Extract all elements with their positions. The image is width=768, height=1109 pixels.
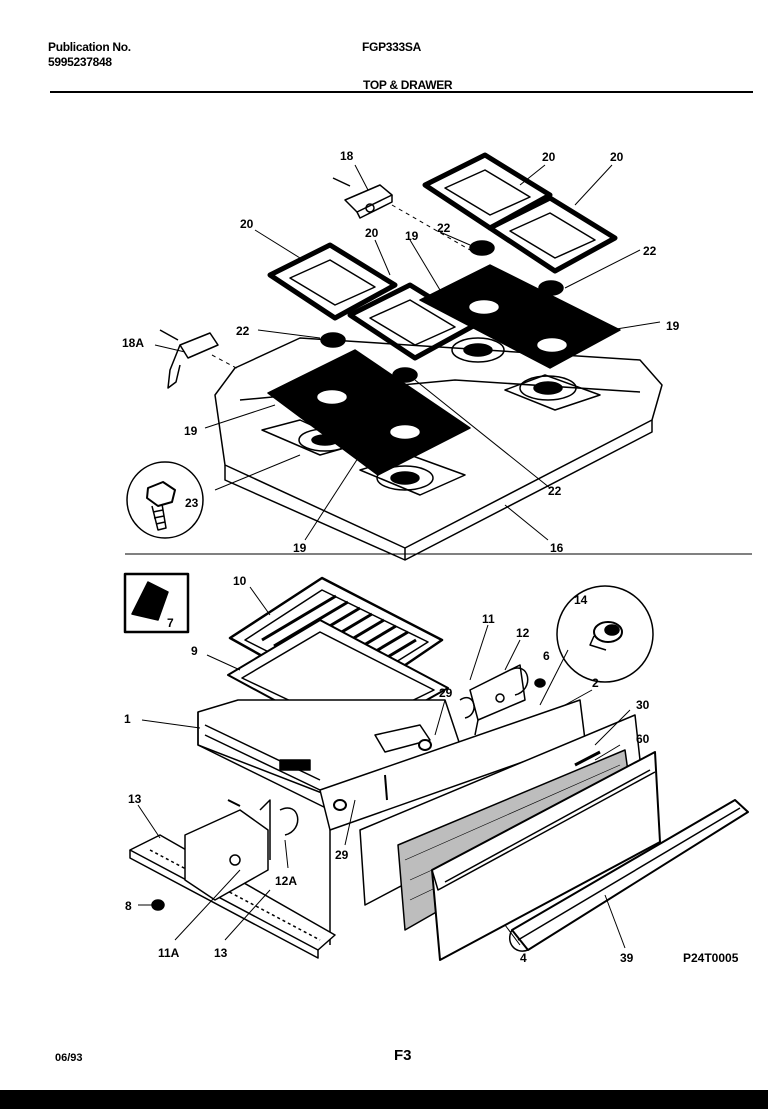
- callout-19: 19: [184, 424, 198, 438]
- rail-bracket-part-12A: [184, 799, 299, 901]
- callout-14: 14: [574, 593, 588, 607]
- scan-edge-bar: [0, 1090, 768, 1109]
- leader-lines: [137, 164, 661, 949]
- callout-16: 16: [550, 541, 564, 555]
- publication-number: 5995237848: [48, 55, 112, 69]
- callout-1: 1: [124, 712, 131, 726]
- callout-22: 22: [548, 484, 562, 498]
- callout-19: 19: [293, 541, 307, 555]
- drawer-front-part-4: [431, 751, 661, 961]
- callout-12: 12: [516, 626, 530, 640]
- callout-12A: 12A: [275, 874, 297, 888]
- callout-8: 8: [125, 899, 132, 913]
- section-title: TOP & DRAWER: [363, 78, 453, 92]
- callout-60: 60: [636, 732, 650, 746]
- callout-23: 23: [185, 496, 199, 510]
- screw-detail-part-23: [126, 461, 204, 539]
- callout-11: 11: [482, 612, 495, 626]
- hinge-bracket-part-18: [332, 177, 393, 219]
- callout-20: 20: [610, 150, 624, 164]
- burner-cap-part-22: [320, 240, 564, 383]
- callout-13: 13: [128, 792, 142, 806]
- callout-18A: 18A: [122, 336, 144, 350]
- leader-detail-14: [539, 649, 569, 706]
- callout-labels: 18 20 20 20 20 19 22 22 22 22 18A 19 19 …: [122, 149, 739, 965]
- clip-part-6: [534, 678, 546, 688]
- callout-2: 2: [592, 676, 599, 690]
- callout-19: 19: [666, 319, 680, 333]
- main-top-part-16: [214, 337, 663, 561]
- spring-part-12: [459, 667, 529, 719]
- drip-pan-part-19: [267, 264, 621, 476]
- screw-part-60: [574, 750, 601, 767]
- callout-6: 6: [543, 649, 550, 663]
- callout-4: 4: [520, 951, 527, 965]
- callout-9: 9: [191, 644, 198, 658]
- header-rule: [50, 91, 753, 93]
- callout-20: 20: [542, 150, 556, 164]
- kit-box-part-7: [123, 572, 190, 634]
- screw-part-29: [227, 739, 432, 811]
- revision-date: 06/93: [55, 1052, 83, 1064]
- callout-39: 39: [620, 951, 634, 965]
- rear-bracket-part-11: [469, 664, 526, 736]
- model-number: FGP333SA: [362, 40, 421, 54]
- callout-7: 7: [167, 616, 174, 630]
- callout-22: 22: [236, 324, 250, 338]
- callout-22: 22: [437, 221, 451, 235]
- callout-20: 20: [365, 226, 379, 240]
- alignment-lines: [211, 204, 471, 371]
- callout-30: 30: [636, 698, 650, 712]
- bumper-detail-part-14: [556, 585, 654, 683]
- callout-29: 29: [439, 686, 453, 700]
- diagram-reference-code: P24T0005: [683, 951, 739, 965]
- callout-19: 19: [405, 229, 419, 243]
- callout-20: 20: [240, 217, 254, 231]
- drawer-rail-part-13: [129, 834, 336, 959]
- publication-label: Publication No.: [48, 40, 131, 54]
- hinge-bracket-part-18A: [159, 329, 219, 389]
- callout-29: 29: [335, 848, 349, 862]
- callout-11A: 11A: [158, 946, 180, 960]
- grate-part-20: [267, 152, 618, 361]
- callout-18: 18: [340, 149, 354, 163]
- page-number: F3: [394, 1047, 412, 1064]
- callout-13: 13: [214, 946, 228, 960]
- callout-10: 10: [233, 574, 247, 588]
- burner-wells: [261, 337, 601, 496]
- clip-part-8: [151, 899, 165, 911]
- callout-22: 22: [643, 244, 657, 258]
